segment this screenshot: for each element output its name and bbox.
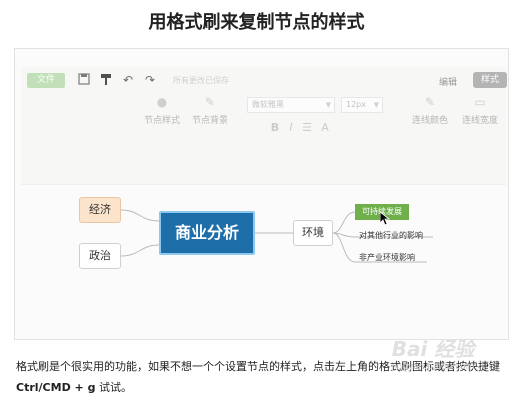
undo-icon[interactable]: ↶	[122, 73, 134, 87]
node-center-topic[interactable]: 商业分析	[159, 211, 255, 255]
line-width-button[interactable]: ▭ 连线宽度	[457, 95, 503, 126]
redo-icon[interactable]: ↷	[144, 73, 156, 87]
toolbar: 文件 ↶ ↷ 所有更改已保存 编辑 样式 ● 节点样式 ✎ 节点背景 微软雅黑 …	[21, 67, 507, 185]
node-style-label: 节点样式	[143, 116, 180, 126]
format-painter-icon[interactable]	[99, 73, 113, 87]
text-color-icon[interactable]: A	[321, 121, 329, 134]
font-size-value: 12px	[346, 100, 366, 109]
description-text: 格式刷是个很实用的功能，如果不想一个个设置节点的样式，点击左上角的格式刷图标或者…	[16, 356, 510, 398]
description-part2: 试试。	[95, 381, 132, 394]
watermark-url: jingyan.baidu.com	[391, 362, 475, 372]
watermark-logo: Bai 经验	[391, 337, 475, 361]
node-style-button[interactable]: ● 节点样式	[139, 95, 185, 126]
node-economy[interactable]: 经济	[79, 197, 121, 223]
align-icon[interactable]: ☰	[302, 121, 312, 134]
line-color-label: 连线颜色	[411, 116, 448, 126]
line-width-icon: ▭	[474, 95, 486, 109]
node-style-icon: ●	[156, 95, 168, 109]
font-select[interactable]: 微软雅黑 ▼	[247, 97, 335, 113]
node-bg-label: 节点背景	[191, 116, 228, 126]
save-status: 所有更改已保存	[173, 76, 229, 85]
font-select-value: 微软雅黑	[252, 100, 284, 109]
node-sustainable[interactable]: 可持续发展	[355, 204, 409, 220]
brush-icon: ✎	[204, 95, 216, 109]
shortcut-text: Ctrl/CMD + g	[16, 381, 96, 394]
italic-icon[interactable]: I	[289, 121, 293, 134]
bold-icon[interactable]: B	[270, 121, 280, 134]
node-politics[interactable]: 政治	[79, 243, 121, 269]
app-screenshot-frame: 文件 ↶ ↷ 所有更改已保存 编辑 样式 ● 节点样式 ✎ 节点背景 微软雅黑 …	[14, 48, 509, 340]
mouse-cursor-icon	[380, 212, 390, 226]
line-color-icon: ✎	[424, 95, 436, 109]
node-other-industries[interactable]: 对其他行业的影响	[359, 231, 423, 240]
mindmap-canvas[interactable]: 经济 政治 商业分析 环境 可持续发展 对其他行业的影响 非产业环境影响	[15, 49, 510, 341]
chevron-down-icon: ▼	[373, 101, 379, 109]
font-size-select[interactable]: 12px ▼	[341, 97, 383, 113]
edit-tab[interactable]: 编辑	[439, 78, 458, 88]
style-tab[interactable]: 样式	[473, 72, 507, 88]
page-title: 用格式刷来复制节点的样式	[148, 12, 365, 33]
save-icon[interactable]	[77, 73, 91, 87]
file-button[interactable]: 文件	[27, 73, 65, 88]
description-part1: 格式刷是个很实用的功能，如果不想一个个设置节点的样式，点击左上角的格式刷图标或者…	[16, 360, 500, 373]
watermark: Bai 经验 jingyan.baidu.com	[358, 336, 508, 372]
chevron-down-icon: ▼	[325, 101, 331, 109]
connector-lines	[120, 209, 433, 263]
line-width-label: 连线宽度	[461, 116, 498, 126]
line-color-button[interactable]: ✎ 连线颜色	[407, 95, 453, 126]
node-environment[interactable]: 环境	[293, 220, 333, 246]
node-non-industry[interactable]: 非产业环境影响	[359, 253, 415, 262]
node-bg-button[interactable]: ✎ 节点背景	[187, 95, 233, 126]
